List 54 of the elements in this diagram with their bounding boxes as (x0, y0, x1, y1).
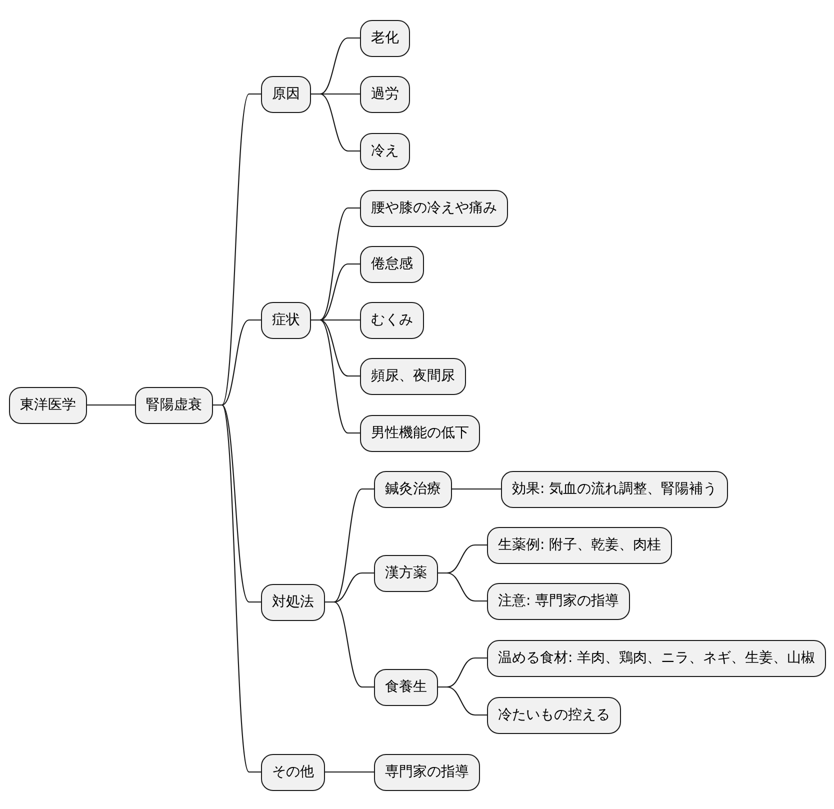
node-label: 鍼灸治療 (385, 480, 441, 498)
node-label: 生薬例: 附子、乾姜、肉桂 (498, 536, 662, 554)
node-label: 食養生 (385, 678, 427, 696)
node-label: 対処法 (272, 593, 314, 611)
node-label: 漢方薬 (385, 564, 427, 582)
connector-line (438, 572, 487, 602)
node-label: 注意: 専門家の指導 (498, 592, 620, 610)
mindmap-node (261, 584, 325, 620)
mindmap-node (487, 640, 826, 676)
node-label: 男性機能の低下 (371, 424, 469, 442)
mindmap-node (501, 470, 728, 508)
node-label: 頻尿、夜間尿 (371, 367, 455, 385)
mindmap-node (9, 386, 87, 424)
node-label: 老化 (371, 29, 399, 47)
node-label: 症状 (272, 311, 300, 329)
mindmap-node (487, 582, 630, 620)
mindmap-node (360, 20, 410, 56)
connector-line (325, 771, 374, 773)
mindmap-node (360, 358, 466, 394)
mindmap-node (487, 696, 621, 734)
mindmap-node (261, 302, 311, 338)
node-label: 専門家の指導 (385, 763, 469, 781)
node-label: むくみ (371, 311, 413, 329)
mindmap-node (374, 754, 480, 790)
node-label: 温める食材: 羊肉、鶏肉、ニラ、ネギ、生姜、山椒 (498, 649, 816, 667)
node-label: 冷たいもの控える (498, 706, 610, 724)
node-label: 原因 (272, 85, 300, 103)
node-label: 冷え (371, 142, 399, 160)
mindmap-node (374, 554, 438, 592)
connector-line (438, 686, 487, 716)
connector-line (311, 319, 360, 434)
mindmap-node (360, 246, 424, 282)
mindmap-node (487, 526, 672, 564)
node-label: 腰や膝の冷えや痛み (371, 199, 497, 217)
node-label: 効果: 気血の流れ調整、腎陽補う (512, 480, 718, 498)
mindmap-node (360, 190, 508, 226)
mindmap-node (374, 668, 438, 706)
node-label: 東洋医学 (20, 396, 76, 414)
mindmap-node (360, 76, 410, 112)
node-label: その他 (272, 763, 314, 781)
mindmap-node (360, 132, 410, 170)
connector-line (452, 488, 501, 490)
mindmap-node (360, 302, 424, 338)
mindmap-node (360, 414, 480, 452)
node-label: 倦怠感 (371, 255, 413, 273)
mindmap-node (374, 470, 452, 508)
node-label: 腎陽虚衰 (146, 396, 202, 414)
mindmap-node (261, 76, 311, 112)
connector-line (87, 404, 135, 406)
mindmap-node (135, 386, 213, 424)
connector-line (311, 93, 360, 152)
node-label: 過労 (371, 85, 399, 103)
mindmap-node (261, 754, 325, 790)
connector-line (325, 601, 374, 688)
